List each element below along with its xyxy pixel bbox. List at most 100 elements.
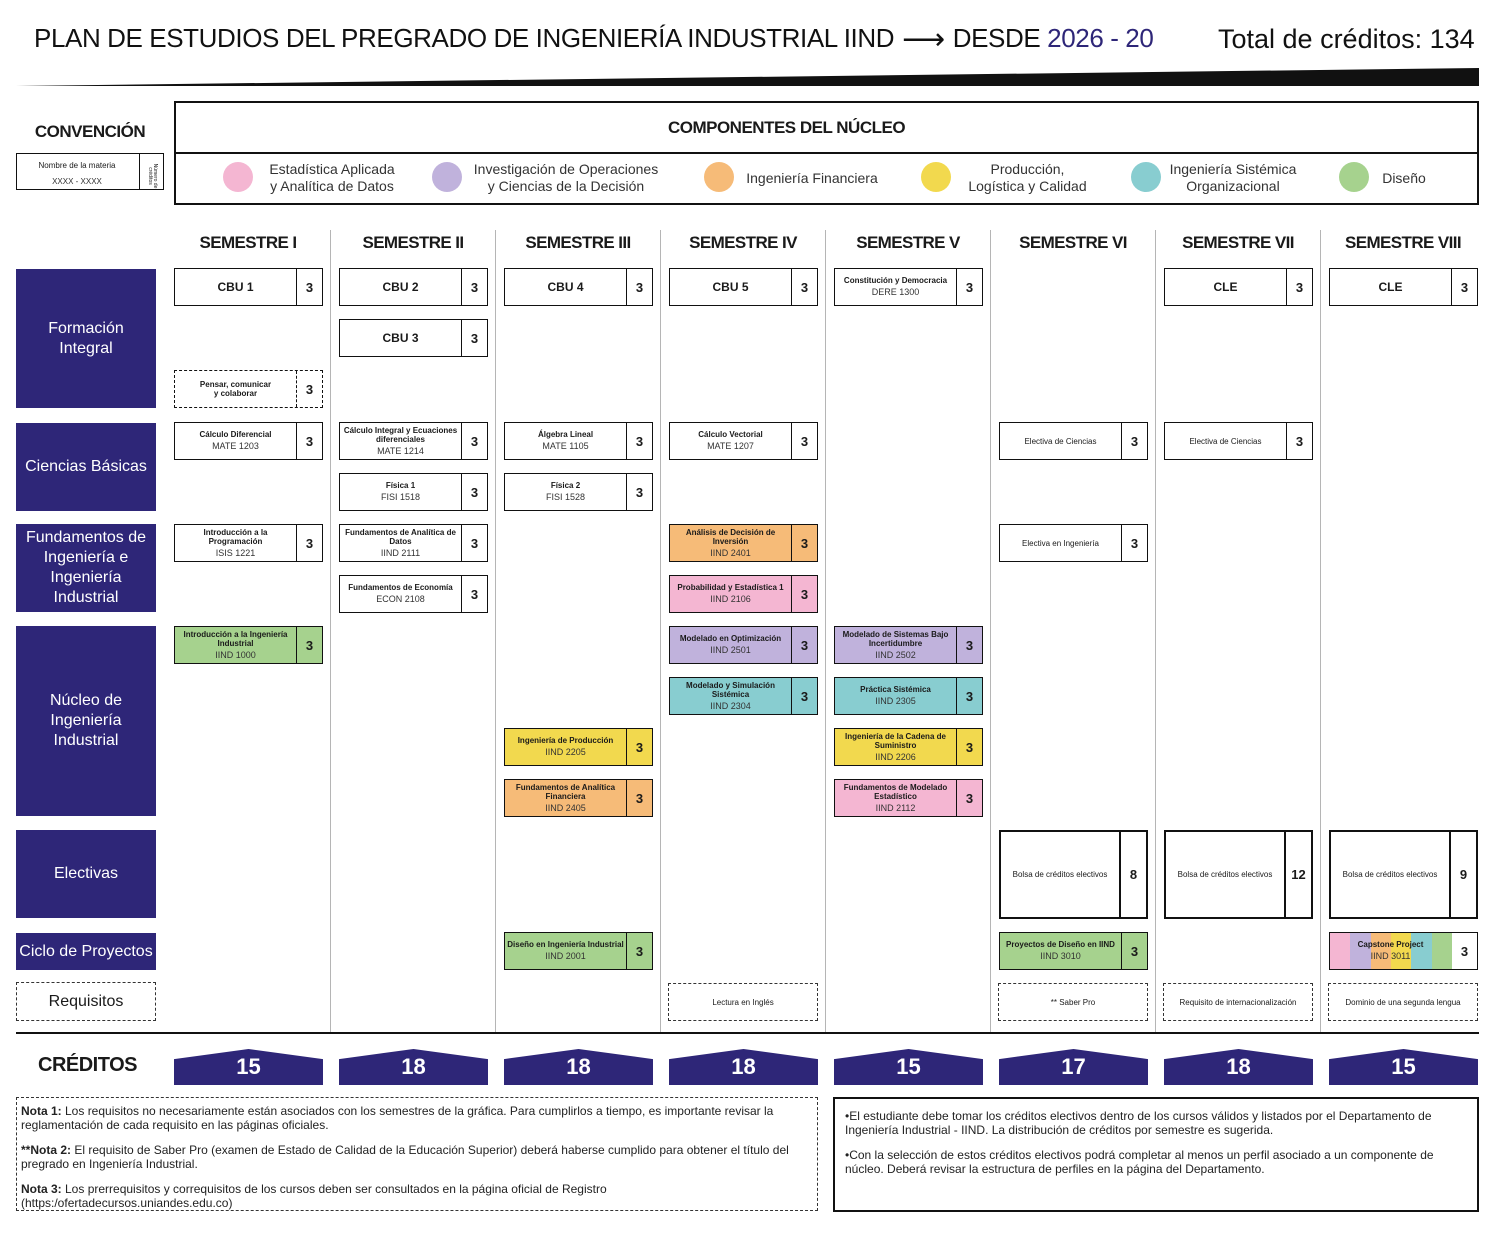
course-name: Cálculo Integral y Ecuaciones diferencia… [343, 425, 458, 444]
course-body: CBU 3 [340, 320, 461, 356]
semester-header: SEMESTRE I [199, 233, 298, 252]
course-code: IIND 1000 [215, 649, 256, 660]
category-ciencias-basicas: Ciencias Básicas [16, 423, 156, 511]
capstone-stripe [1330, 933, 1351, 969]
course-name: Fundamentos de Modelado Estadístico [843, 782, 948, 801]
course-name: Fundamentos de Economía [348, 583, 453, 592]
course-code: IIND 2001 [545, 951, 586, 961]
course-body: CBU 2 [340, 269, 461, 305]
course-credits: 3 [461, 320, 487, 356]
legend-dot [921, 162, 951, 192]
credits-title: CRÉDITOS [38, 1054, 137, 1076]
course-name: Electiva de Ciencias [1024, 436, 1097, 446]
note-text: Los requisitos no necesariamente están a… [21, 1104, 774, 1132]
course-name: Modelado y Simulación Sistémica [686, 680, 775, 699]
course-credits: 3 [791, 576, 817, 612]
course-credits: 3 [791, 627, 817, 663]
course-name: Física 1 [385, 481, 416, 490]
course-credits: 3 [626, 423, 652, 459]
requirement-dominio-de-una-segunda-lengua[interactable]: Dominio de una segunda lengua [1328, 983, 1478, 1021]
course-credits: 3 [461, 269, 487, 305]
course-credits: 3 [296, 525, 322, 561]
course-name: Modelado en Optimización [679, 634, 782, 643]
legend-dot [1131, 162, 1161, 192]
course-code: MATE 1203 [212, 441, 259, 451]
course-name: CBU 4 [547, 280, 584, 294]
requirement-lectura-en-ingles[interactable]: Lectura en Inglés [668, 983, 818, 1021]
course-credits: 3 [956, 729, 982, 765]
course-code: IIND 2205 [545, 747, 586, 757]
convention-name-label: Nombre de la materia [38, 161, 116, 170]
requirement-requisito-de-internacionalizacion[interactable]: Requisito de internacionalización [1163, 983, 1313, 1021]
semester-credits: 15 [1329, 1049, 1478, 1085]
plan-title: PLAN DE ESTUDIOS DEL PREGRADO DE INGENIE… [34, 23, 895, 53]
course-cbu-4[interactable]: CBU 4 3 [504, 268, 653, 306]
course-name: Bolsa de créditos electivos [1012, 870, 1108, 879]
course-body: Bolsa de créditos electivos [1331, 832, 1449, 917]
course-code: IIND 2502 [875, 649, 916, 660]
requirement-saber-pro[interactable]: ** Saber Pro [998, 983, 1148, 1021]
course-calculo-integral-y-ecuaciones-diferenciales[interactable]: Cálculo Integral y Ecuaciones diferencia… [339, 422, 488, 460]
course-credits: 3 [626, 269, 652, 305]
course-credits: 3 [956, 627, 982, 663]
category-requisitos: Requisitos [16, 982, 156, 1021]
course-code: IIND 2401 [710, 547, 751, 558]
course-code: IIND 2112 [875, 802, 916, 813]
legend-label: Diseño [1382, 169, 1426, 186]
course-code: ECON 2108 [376, 594, 425, 604]
course-name: CLE [1378, 280, 1403, 294]
course-credits: 12 [1284, 832, 1311, 917]
semester-header: SEMESTRE VII [1182, 233, 1294, 252]
course-body: CBU 4 [505, 269, 626, 305]
course-credits: 3 [1121, 933, 1147, 969]
category-ciclo-de-proyectos: Ciclo de Proyectos [16, 933, 156, 970]
components-title: COMPONENTES DEL NÚCLEO [667, 118, 906, 137]
capstone-stripe [1390, 933, 1412, 969]
